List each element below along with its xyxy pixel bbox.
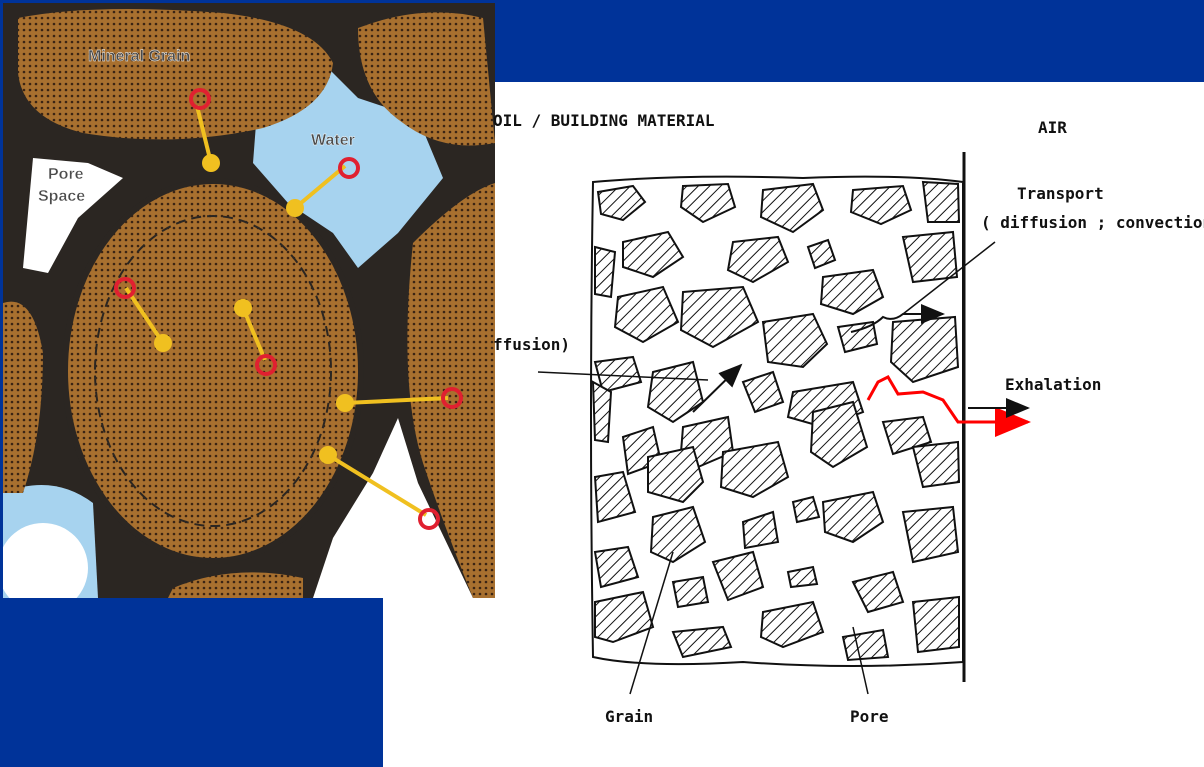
transport-label: Transport	[1017, 184, 1104, 203]
mineral-grain-label: Mineral Grain	[88, 48, 190, 65]
pore-space-label-line1: Pore	[48, 166, 84, 183]
transport-modes-label: ( diffusion ; convection )	[981, 213, 1204, 232]
exhalation-path	[868, 377, 1028, 422]
pore-label: Pore	[850, 707, 889, 726]
soil-air-transport-diagram: OIL / BUILDING MATERIAL AIR	[383, 82, 1204, 767]
water-label: Water	[311, 132, 355, 149]
mineral-grain-central	[65, 181, 361, 561]
exhalation-label: Exhalation	[1005, 375, 1101, 394]
header-air: AIR	[1038, 118, 1067, 137]
pore-space-label-line2: Space	[38, 188, 85, 205]
grain-label: Grain	[605, 707, 653, 726]
diffusion-label: ffusion)	[493, 335, 570, 354]
header-soil-building-material: OIL / BUILDING MATERIAL	[493, 111, 715, 130]
hatched-grains	[593, 182, 959, 660]
